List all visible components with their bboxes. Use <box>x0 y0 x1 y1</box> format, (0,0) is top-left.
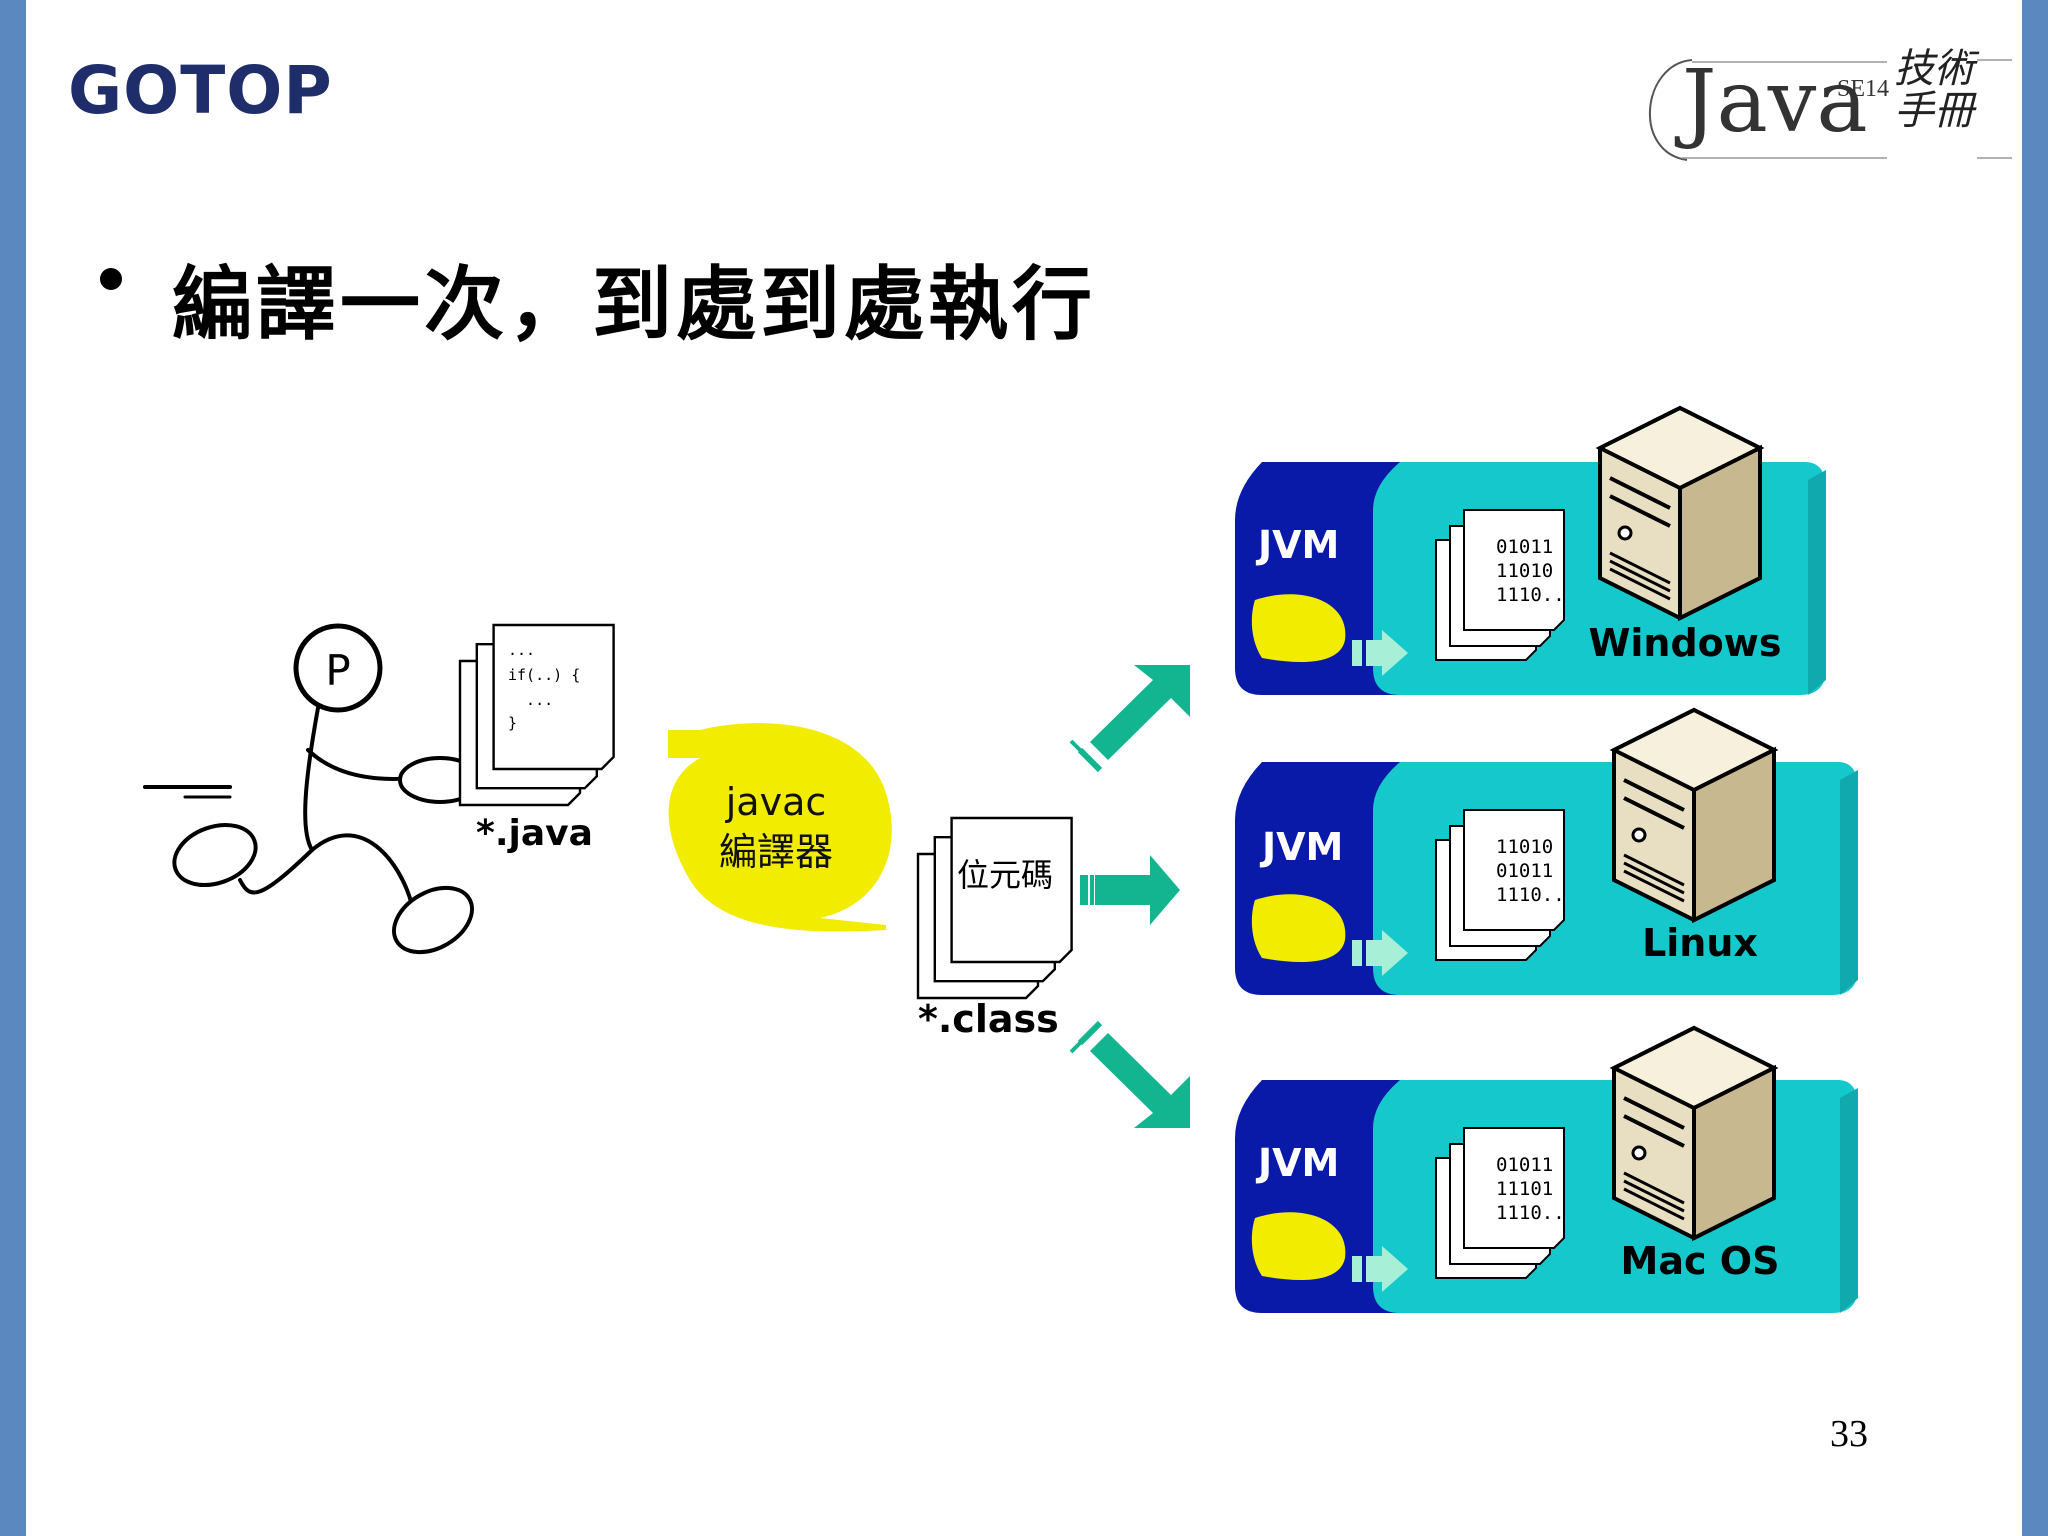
platform-windows <box>1235 406 1826 695</box>
arrow-to-windows <box>1069 665 1190 773</box>
bits-windows-1: 01011 <box>1496 536 1553 558</box>
bytecode-doc-stack <box>916 816 1073 1000</box>
java-brand-logo: Java SE14 技術手冊 <box>1632 48 2012 182</box>
bits-windows-3: 1110.. <box>1496 584 1565 606</box>
bytecode-label: 位元碼 <box>957 856 1053 894</box>
page-number: 33 <box>1830 1413 1868 1455</box>
gotop-logo: GOTOP <box>68 52 333 129</box>
jvm-label-linux: JVM <box>1259 825 1343 869</box>
platform-linux <box>1235 708 1858 995</box>
bits-linux-1: 11010 <box>1496 836 1553 858</box>
bits-macos-3: 1110.. <box>1496 1202 1565 1224</box>
bits-windows-2: 11010 <box>1496 560 1553 582</box>
jvm-label-windows: JVM <box>1255 523 1339 567</box>
jvm-label-macos: JVM <box>1255 1141 1339 1185</box>
arrow-to-linux <box>1080 855 1180 925</box>
code-line-4: } <box>508 714 517 732</box>
brand-chinese: 技術手冊 <box>1894 46 1974 134</box>
os-label-macos: Mac OS <box>1621 1239 1780 1283</box>
os-label-linux: Linux <box>1642 921 1758 965</box>
bits-macos-2: 11101 <box>1496 1178 1553 1200</box>
left-border <box>0 0 26 1536</box>
platform-macos <box>1235 1026 1858 1313</box>
brand-swoosh <box>1649 59 2012 161</box>
source-doc-stack <box>458 623 615 807</box>
programmer-figure <box>143 623 482 955</box>
title-bullet <box>100 268 122 290</box>
brand-version: SE14 <box>1837 76 1890 102</box>
compiler-label: 編譯器 <box>719 830 833 874</box>
slide-title: 編譯一次，到處到處執行 <box>172 258 1096 351</box>
javac-label: javac <box>725 780 827 824</box>
java-file-label: *.java <box>476 813 593 854</box>
bits-macos-1: 01011 <box>1496 1154 1553 1176</box>
javac-compiler-shape <box>668 723 892 932</box>
programmer-badge: P <box>325 646 350 695</box>
right-border <box>2022 0 2048 1536</box>
class-file-label: *.class <box>918 997 1059 1041</box>
code-line-3: ... <box>508 691 553 709</box>
brand-word: Java <box>1682 52 1868 152</box>
bits-linux-3: 1110.. <box>1496 884 1565 906</box>
code-line-2: if(..) { <box>508 666 580 684</box>
code-line-1: ... <box>508 641 535 659</box>
arrow-to-macos <box>1069 1020 1190 1128</box>
os-label-windows: Windows <box>1588 621 1781 665</box>
bits-linux-2: 01011 <box>1496 860 1553 882</box>
